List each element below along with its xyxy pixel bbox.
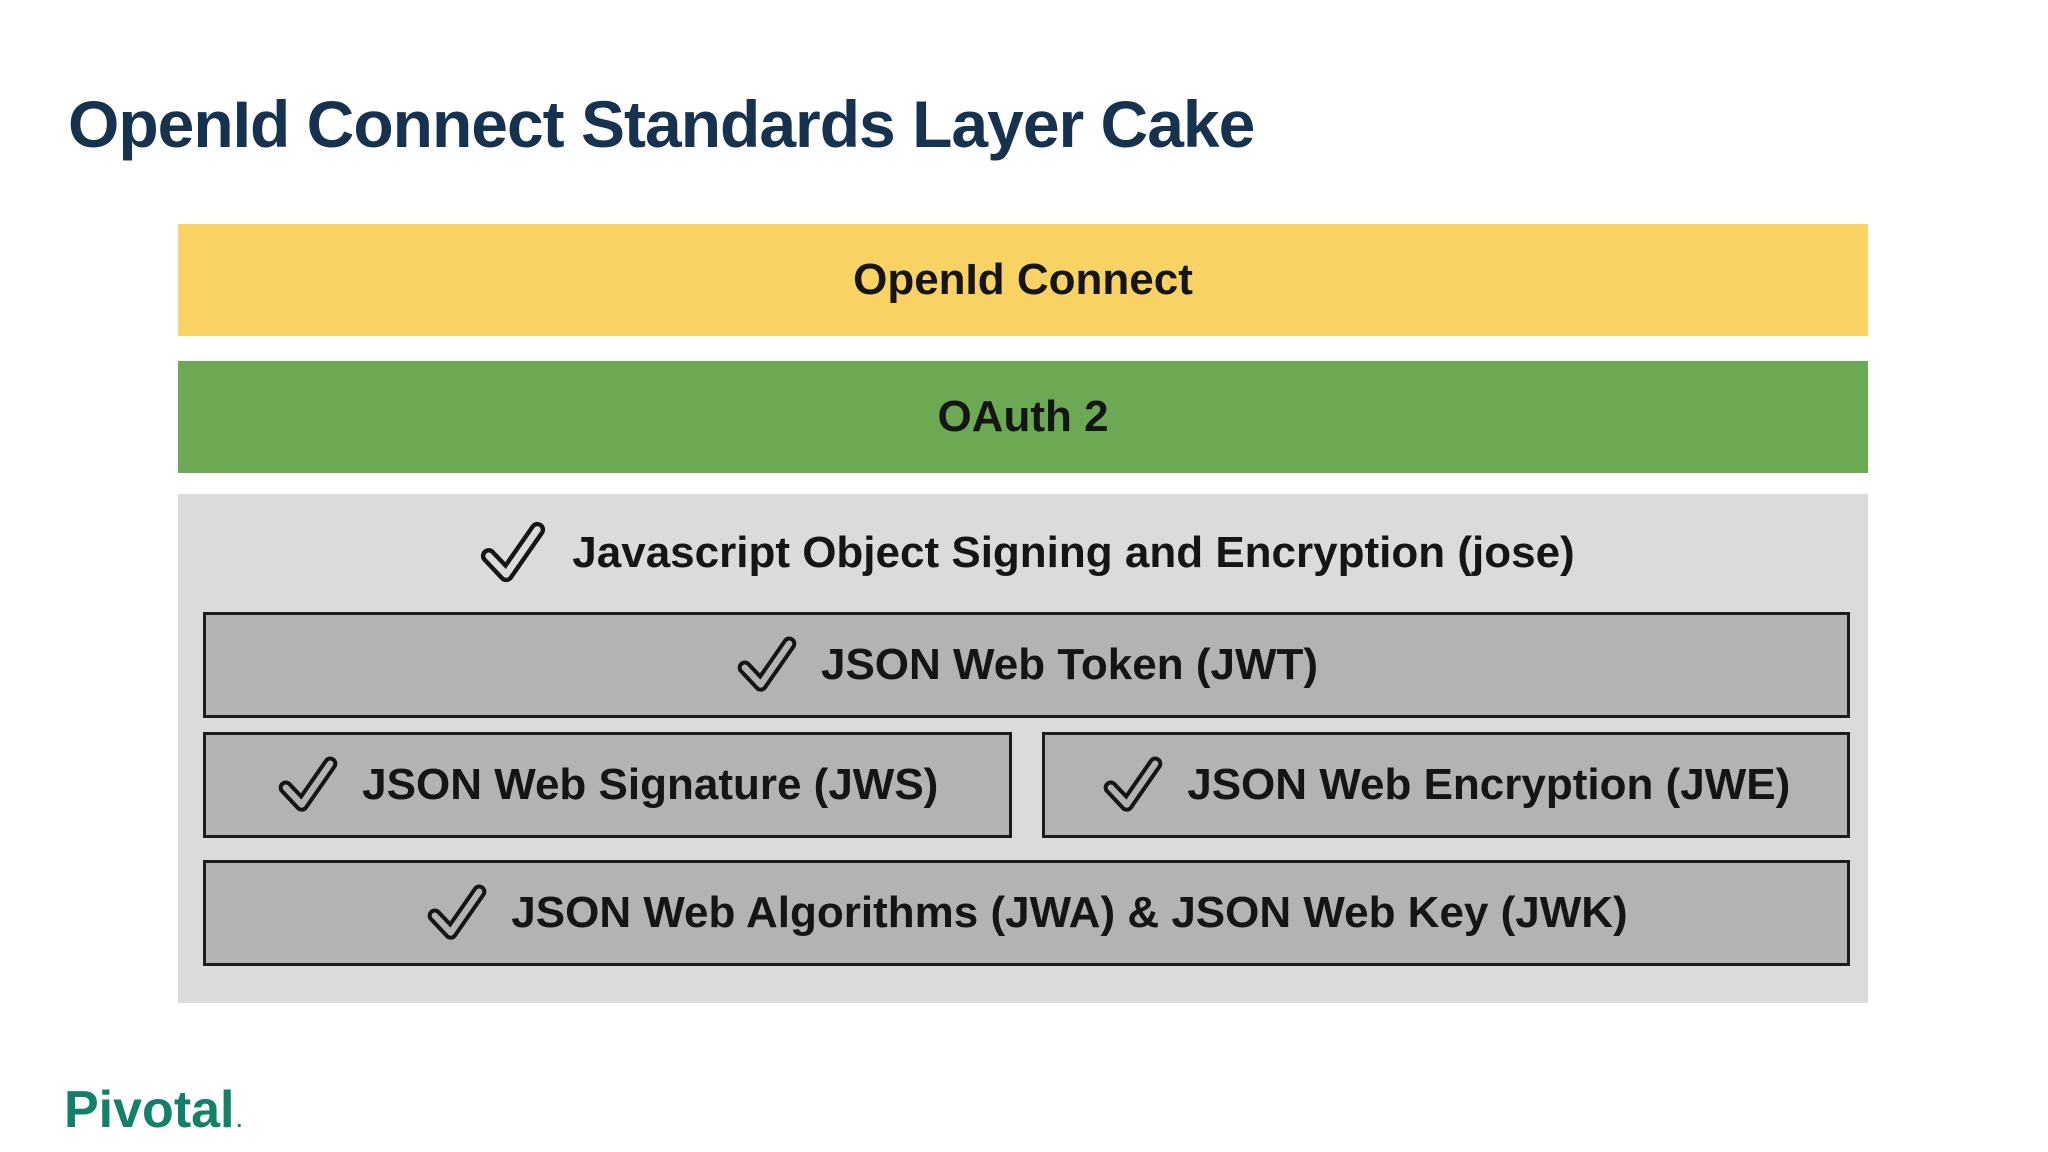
layer-jose-group: Javascript Object Signing and Encryption…: [178, 494, 1868, 1003]
jose-group-header: Javascript Object Signing and Encryption…: [203, 494, 1850, 612]
layer-jwe: JSON Web Encryption (JWE): [1041, 732, 1850, 838]
page-title: OpenId Connect Standards Layer Cake: [68, 87, 1255, 162]
layer-jwt-label: JSON Web Token (JWT): [820, 640, 1319, 689]
layer-oauth2: OAuth 2: [178, 361, 1868, 473]
layer-jwa-jwk-label: JSON Web Algorithms (JWA) & JSON Web Key…: [511, 888, 1628, 937]
check-icon: [1103, 756, 1163, 812]
layer-oauth2-label: OAuth 2: [937, 392, 1109, 441]
layer-jws: JSON Web Signature (JWS): [203, 732, 1012, 838]
pivotal-logo: Pivotal .: [64, 1080, 242, 1140]
check-icon: [481, 521, 546, 583]
layer-openid-connect-label: OpenId Connect: [853, 255, 1193, 304]
layer-openid-connect: OpenId Connect: [178, 224, 1868, 336]
trademark-dot: .: [236, 1110, 243, 1132]
pivotal-logo-text: Pivotal: [64, 1081, 235, 1139]
layer-cake-diagram: OpenId Connect OAuth 2 Javascript Object…: [178, 224, 1868, 1003]
check-icon: [278, 756, 338, 812]
layer-jwt: JSON Web Token (JWT): [203, 612, 1850, 718]
jose-group-label: Javascript Object Signing and Encryption…: [572, 528, 1575, 577]
jws-jwe-row: JSON Web Signature (JWS) JSON Web Encryp…: [203, 732, 1850, 838]
check-icon: [427, 884, 487, 940]
layer-jws-label: JSON Web Signature (JWS): [362, 760, 939, 809]
layer-jwa-jwk: JSON Web Algorithms (JWA) & JSON Web Key…: [203, 860, 1850, 966]
check-icon: [737, 636, 797, 692]
layer-jwe-label: JSON Web Encryption (JWE): [1187, 760, 1791, 809]
